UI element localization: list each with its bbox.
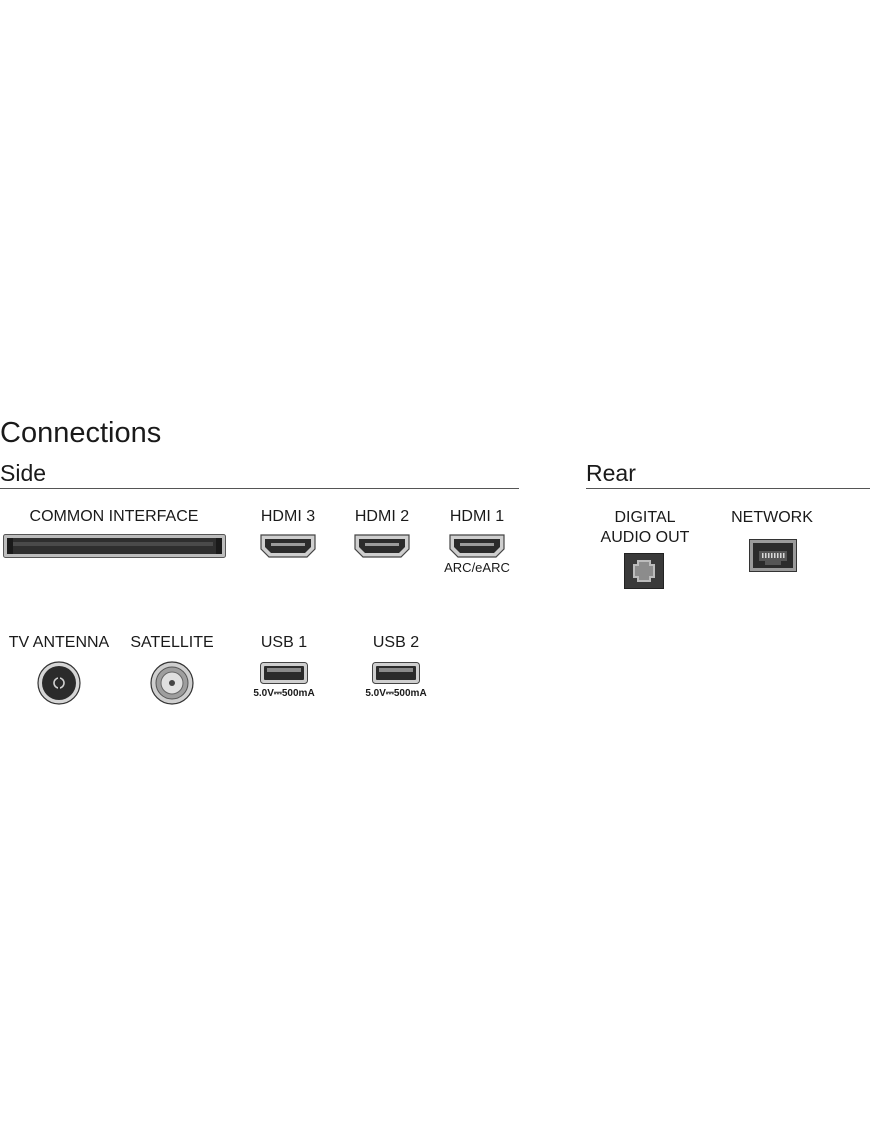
port-hdmi2: HDMI 2 <box>340 507 424 558</box>
usb-port-icon <box>372 662 420 684</box>
port-tv-antenna: TV ANTENNA <box>0 633 118 705</box>
section-side-heading: Side <box>0 460 47 486</box>
usb1-power-spec: 5.0V⎓500mA <box>253 688 315 699</box>
section-rear-heading: Rear <box>586 460 636 486</box>
optical-audio-icon <box>624 553 664 589</box>
port-usb2: USB 2 5.0V⎓500mA <box>346 633 446 699</box>
hdmi3-label: HDMI 3 <box>260 508 316 525</box>
satellite-label: SATELLITE <box>130 634 214 651</box>
usb-port-icon <box>260 662 308 684</box>
satellite-f-connector-icon <box>150 661 194 705</box>
usb2-power-spec: 5.0V⎓500mA <box>365 688 427 699</box>
hdmi-port-icon <box>449 534 505 558</box>
port-network: NETWORK <box>722 508 822 572</box>
hdmi1-arc-note: ARC/eARC <box>444 560 510 575</box>
side-divider <box>0 488 519 489</box>
usb1-label: USB 1 <box>260 634 308 651</box>
hdmi2-label: HDMI 2 <box>354 508 410 525</box>
coax-antenna-icon <box>37 661 81 705</box>
hdmi-port-icon <box>260 534 316 558</box>
common-interface-label: COMMON INTERFACE <box>29 508 199 525</box>
page-title: Connections <box>0 417 162 449</box>
usb2-label: USB 2 <box>372 634 420 651</box>
port-common-interface: COMMON INTERFACE <box>0 507 228 558</box>
digital-audio-out-label-line1: DIGITAL <box>614 509 676 526</box>
rear-divider <box>586 488 870 489</box>
port-hdmi3: HDMI 3 <box>246 507 330 558</box>
hdmi1-label: HDMI 1 <box>449 508 505 525</box>
port-usb1: USB 1 5.0V⎓500mA <box>234 633 334 699</box>
digital-audio-out-label-line2: AUDIO OUT <box>600 529 690 546</box>
port-hdmi1: HDMI 1 ARC/eARC <box>435 507 519 575</box>
ethernet-port-icon <box>749 539 797 572</box>
tv-antenna-label: TV ANTENNA <box>8 634 110 651</box>
port-satellite: SATELLITE <box>126 633 218 705</box>
hdmi-port-icon <box>354 534 410 558</box>
port-digital-audio-out: DIGITAL AUDIO OUT <box>590 508 700 589</box>
common-interface-slot-icon <box>3 534 226 558</box>
network-label: NETWORK <box>731 509 813 526</box>
